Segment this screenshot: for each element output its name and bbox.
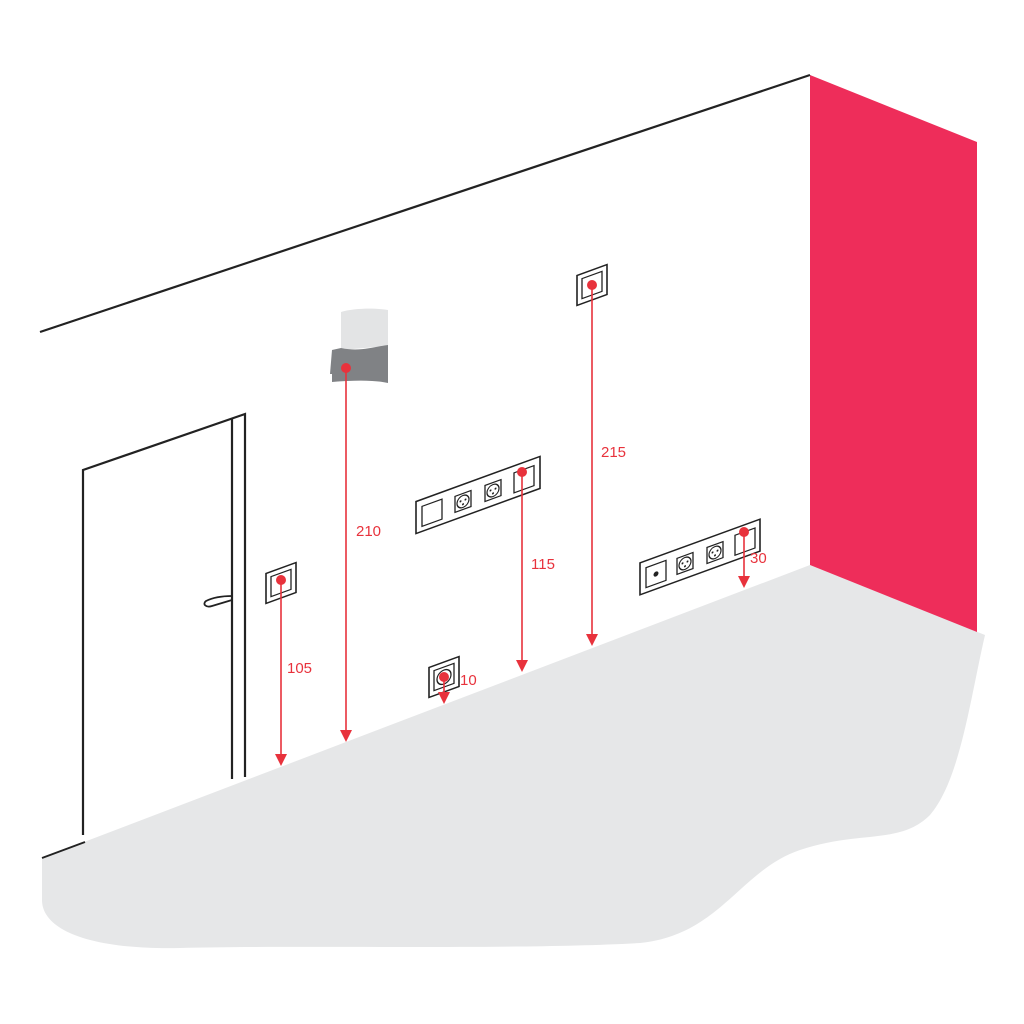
dimension-label: 215 <box>601 444 626 461</box>
dimension-label: 105 <box>287 660 312 677</box>
dimension-label: 210 <box>356 523 381 540</box>
wall-lamp <box>330 308 388 383</box>
dimension-label: 115 <box>531 556 555 573</box>
accent-wall <box>810 75 977 632</box>
dimension-210: 210 <box>340 363 381 742</box>
dimension-label: 30 <box>750 550 767 567</box>
floor <box>42 565 985 949</box>
door-handle <box>203 595 233 608</box>
dimension-10: 10 <box>438 672 477 704</box>
door <box>81 412 247 835</box>
dimension-label: 10 <box>460 672 477 689</box>
media-socket-block <box>639 518 761 596</box>
ceiling-line <box>39 73 811 334</box>
dimension-105: 105 <box>275 575 312 766</box>
switch-socket-block <box>415 455 541 535</box>
floor-edge <box>41 841 86 859</box>
dimension-30: 30 <box>738 527 767 588</box>
dimension-215: 215 <box>586 280 626 646</box>
dimension-115: 115 <box>516 467 555 672</box>
